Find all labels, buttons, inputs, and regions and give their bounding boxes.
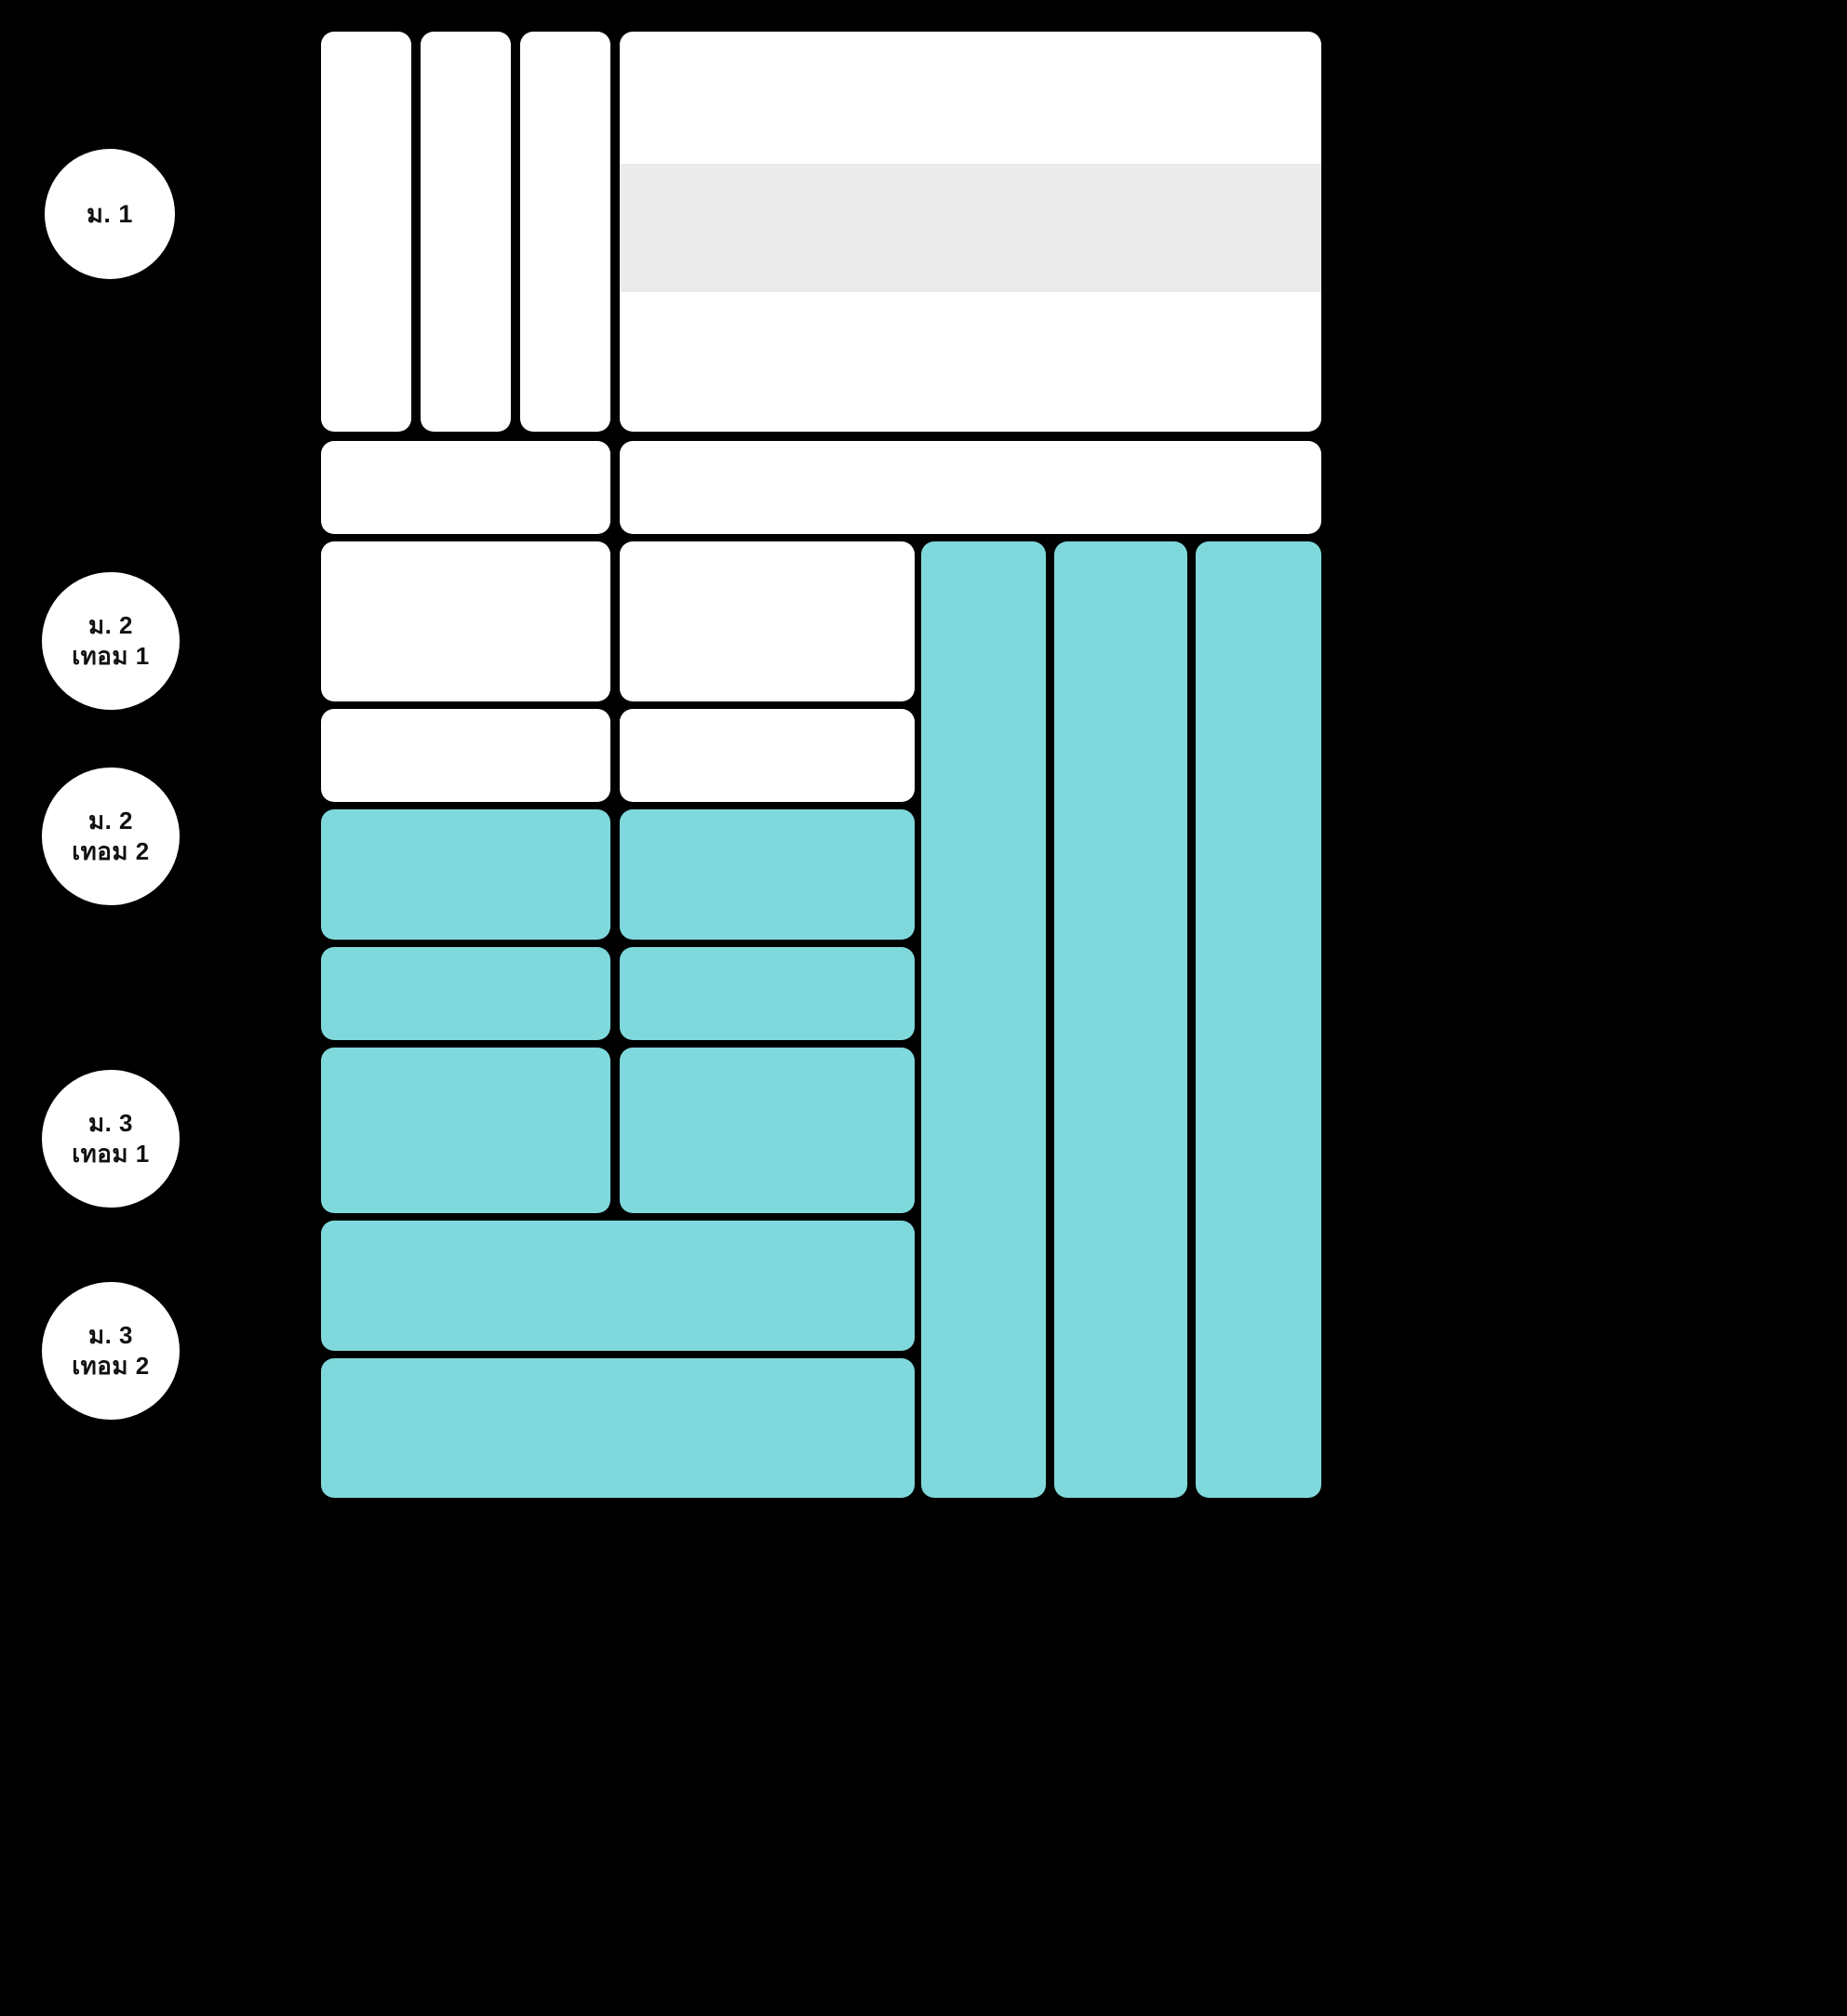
block-r7-left[interactable] bbox=[321, 1048, 610, 1213]
stage-marker-line1: ม. 3 bbox=[87, 1320, 134, 1349]
stage-marker-line1: ม. 3 bbox=[87, 1108, 134, 1137]
block-r7-mid[interactable] bbox=[620, 1048, 915, 1213]
column-track-2[interactable] bbox=[1054, 541, 1187, 1498]
block-r4-mid[interactable] bbox=[620, 709, 915, 802]
stage-marker-line2: เทอม 1 bbox=[72, 1140, 150, 1168]
block-r1-c3[interactable] bbox=[520, 32, 610, 432]
block-r9-wide[interactable] bbox=[321, 1358, 915, 1498]
stage-marker-m3t2[interactable]: ม. 3 เทอม 2 bbox=[42, 1282, 180, 1420]
stage-marker-line1: ม. 2 bbox=[87, 610, 134, 639]
stage-marker-m1[interactable]: ม. 1 bbox=[45, 149, 175, 279]
block-r5-mid[interactable] bbox=[620, 809, 915, 940]
block-r2-left[interactable] bbox=[321, 441, 610, 534]
panel-grey-band bbox=[620, 164, 1321, 292]
block-r6-mid[interactable] bbox=[620, 947, 915, 1040]
column-track-3[interactable] bbox=[1196, 541, 1321, 1498]
block-r1-wide[interactable] bbox=[620, 32, 1321, 432]
stage-marker-line1: ม. 2 bbox=[87, 806, 134, 834]
stage-marker-line2: เทอม 2 bbox=[72, 837, 150, 865]
block-r8-wide[interactable] bbox=[321, 1221, 915, 1351]
block-r1-c2[interactable] bbox=[421, 32, 511, 432]
stage-marker-line2: เทอม 2 bbox=[72, 1352, 150, 1380]
stage-marker-line2: เทอม 1 bbox=[72, 642, 150, 670]
block-r5-left[interactable] bbox=[321, 809, 610, 940]
block-r3-left[interactable] bbox=[321, 541, 610, 701]
block-r3-mid[interactable] bbox=[620, 541, 915, 701]
block-r6-left[interactable] bbox=[321, 947, 610, 1040]
stage-marker-m2t2[interactable]: ม. 2 เทอม 2 bbox=[42, 768, 180, 905]
block-r4-left[interactable] bbox=[321, 709, 610, 802]
block-r2-right[interactable] bbox=[620, 441, 1321, 534]
column-track-1[interactable] bbox=[921, 541, 1046, 1498]
stage-marker-m2t1[interactable]: ม. 2 เทอม 1 bbox=[42, 572, 180, 710]
block-r1-c1[interactable] bbox=[321, 32, 411, 432]
stage-marker-m3t1[interactable]: ม. 3 เทอม 1 bbox=[42, 1070, 180, 1208]
stage-marker-line1: ม. 1 bbox=[87, 199, 133, 228]
